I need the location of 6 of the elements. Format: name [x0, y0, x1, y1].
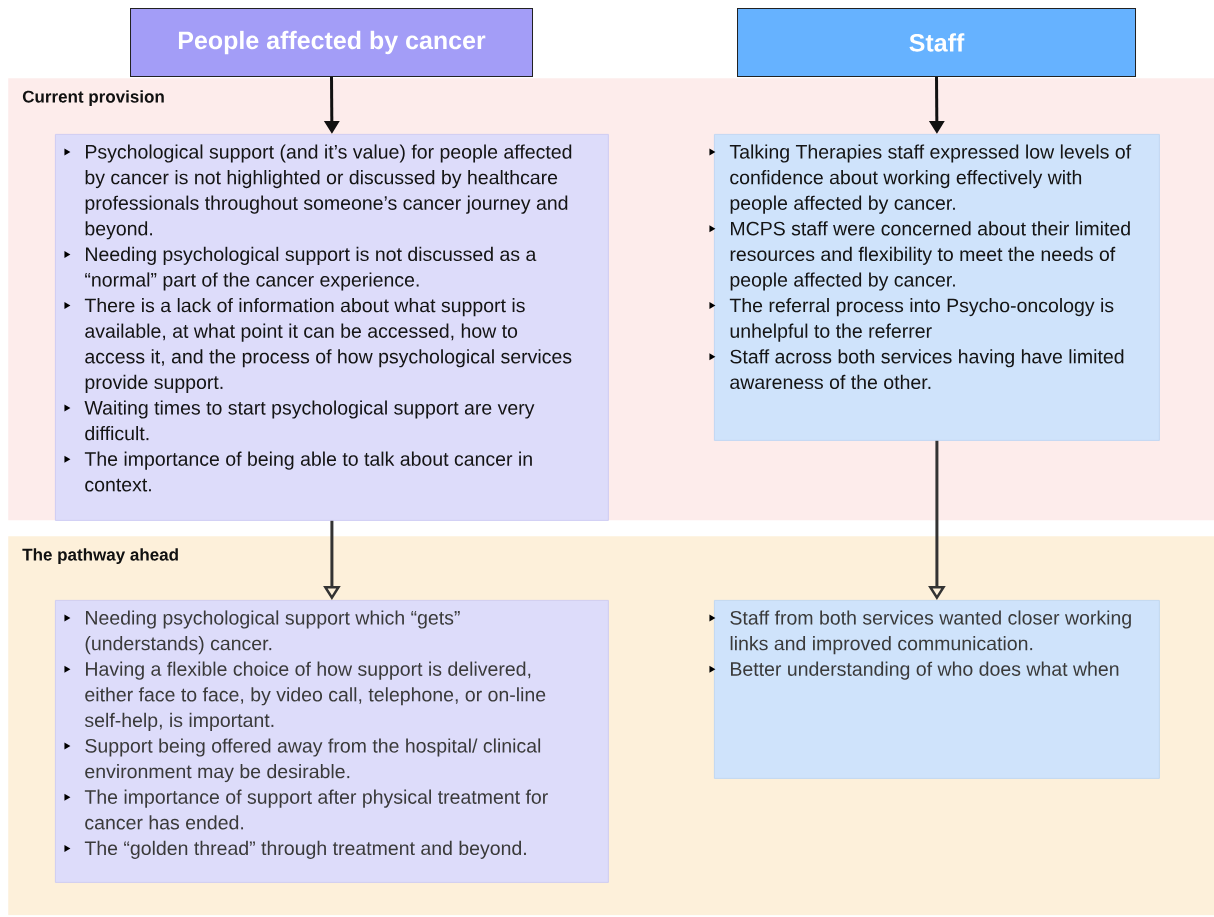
text-box: Needing psychological support which “gets” (understands) cancer. Having a flexible choice of how support is delivered, either face to face, by video call, telephone, or on-line self-help, is important. Support being offered away from the hospital/ clinical environment may be desirable. The importance of support after physical treatment for cancer has ended. The “golden thread” through treatment and beyond. [55, 600, 609, 883]
header-box: Staff [737, 8, 1136, 77]
text-box: Talking Therapies staff expressed low levels of confidence about working effectively with people affected by cancer. MCPS staff were concerned about their limited resources and flexibility to meet the needs of people affected by cancer. The referral process into Psycho-oncology is unhelpful to the referrer Staff across both services having have limited awareness of the other. [709, 134, 1160, 441]
text-box: Staff from both services wanted closer working links and improved communication. Better understanding of who does what when [709, 600, 1160, 779]
text-box: Psychological support (and it’s value) for people affected by cancer is not highlighted or discussed by healthcare professionals throughout someone’s cancer journey and beyond. Needing psychological support is not discussed as a “normal” part of the cancer experience. There is a lack of information about what support is available, at what point it can be accessed, how to access it, and the process of how psychological services provide support. Waiting times to start psychological support are very difficult. The importance of being able to talk about cancer in context. [55, 134, 609, 521]
header-box: People affected by cancer [130, 8, 533, 77]
